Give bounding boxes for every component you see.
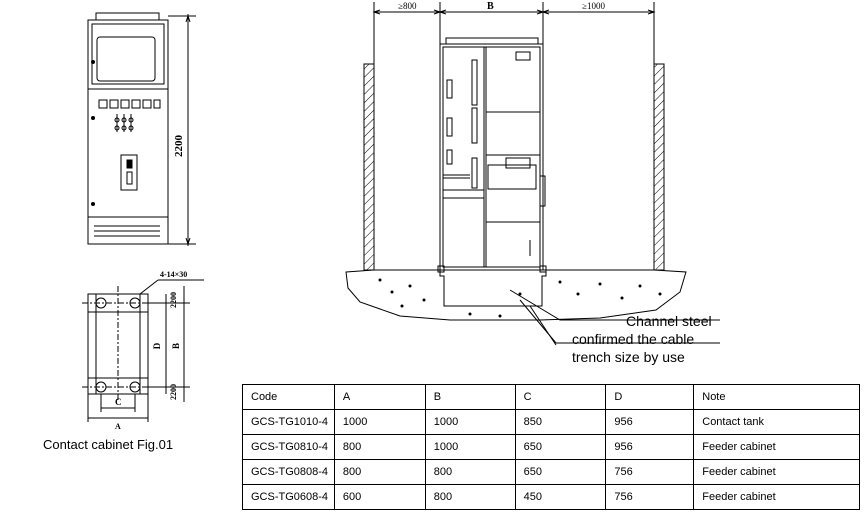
- cell-code: GCS-TG0810-4: [242, 434, 335, 460]
- cell-a: 800: [333, 459, 426, 485]
- front-view-cabinet: [87, 12, 169, 245]
- annotation-line-1: Channel steel: [626, 313, 712, 329]
- cell-code: GCS-TG0608-4: [242, 484, 335, 510]
- header-c: C: [514, 384, 607, 410]
- left-clearance-label: ≥800: [398, 1, 417, 11]
- cell-d: 756: [605, 484, 695, 510]
- cell-d: 756: [605, 459, 695, 485]
- hole-label: 4-14×30: [160, 270, 187, 279]
- right-wall: [653, 63, 665, 271]
- cell-c: 850: [514, 409, 607, 435]
- plan-dim-upper: 2200: [169, 292, 178, 308]
- plan-dim-b: B: [171, 343, 181, 349]
- header-b: B: [424, 384, 516, 410]
- cell-b: 800: [424, 484, 516, 510]
- center-dimension-label: B: [487, 1, 494, 12]
- figure-caption: Contact cabinet Fig.01: [43, 437, 174, 452]
- plan-dim-d: D: [152, 342, 162, 349]
- annotation-leaders: [509, 289, 720, 346]
- table-header-row: Code A B C D Note: [242, 384, 860, 410]
- cell-d: 956: [605, 434, 695, 460]
- cell-d: 956: [605, 409, 695, 435]
- table-row: GCS-TG0608-4 600 800 450 756 Feeder cabi…: [242, 484, 860, 510]
- cell-a: 800: [333, 434, 426, 460]
- cell-code: GCS-TG0808-4: [242, 459, 335, 485]
- header-note: Note: [693, 384, 860, 410]
- table-row: GCS-TG0808-4 800 800 650 756 Feeder cabi…: [242, 459, 860, 485]
- cell-b: 800: [424, 459, 516, 485]
- height-label: 2200: [173, 135, 185, 158]
- left-wall: [363, 63, 375, 271]
- base-plan: [82, 279, 204, 422]
- height-dimension: [168, 14, 196, 246]
- table-row: GCS-TG1010-4 1000 1000 850 956 Contact t…: [242, 409, 860, 435]
- header-d: D: [605, 384, 695, 410]
- plan-dim-c: C: [115, 397, 122, 407]
- plan-dim-lower: 2200: [169, 384, 178, 400]
- cell-code: GCS-TG1010-4: [242, 409, 335, 435]
- cell-c: 450: [514, 484, 607, 510]
- cell-b: 1000: [424, 434, 516, 460]
- cell-c: 650: [514, 459, 607, 485]
- cell-note: Feeder cabinet: [693, 459, 860, 485]
- cell-c: 650: [514, 434, 607, 460]
- header-a: A: [333, 384, 426, 410]
- cell-note: Feeder cabinet: [693, 434, 860, 460]
- dimension-top: [372, 2, 656, 265]
- spec-table: Code A B C D Note GCS-TG1010-4 1000 1000…: [242, 384, 860, 510]
- table-row: GCS-TG0810-4 800 1000 650 956 Feeder cab…: [242, 434, 860, 460]
- cell-a: 1000: [333, 409, 426, 435]
- right-clearance-label: ≥1000: [582, 1, 605, 11]
- plan-dim-a: A: [115, 422, 121, 431]
- cell-note: Feeder cabinet: [693, 484, 860, 510]
- header-code: Code: [242, 384, 335, 410]
- annotation-line-2: confirmed the cable: [572, 331, 695, 347]
- section-cabinet: [437, 37, 547, 273]
- cell-note: Contact tank: [693, 409, 860, 435]
- cell-a: 600: [333, 484, 426, 510]
- cell-b: 1000: [424, 409, 516, 435]
- annotation-line-3: trench size by use: [572, 349, 685, 365]
